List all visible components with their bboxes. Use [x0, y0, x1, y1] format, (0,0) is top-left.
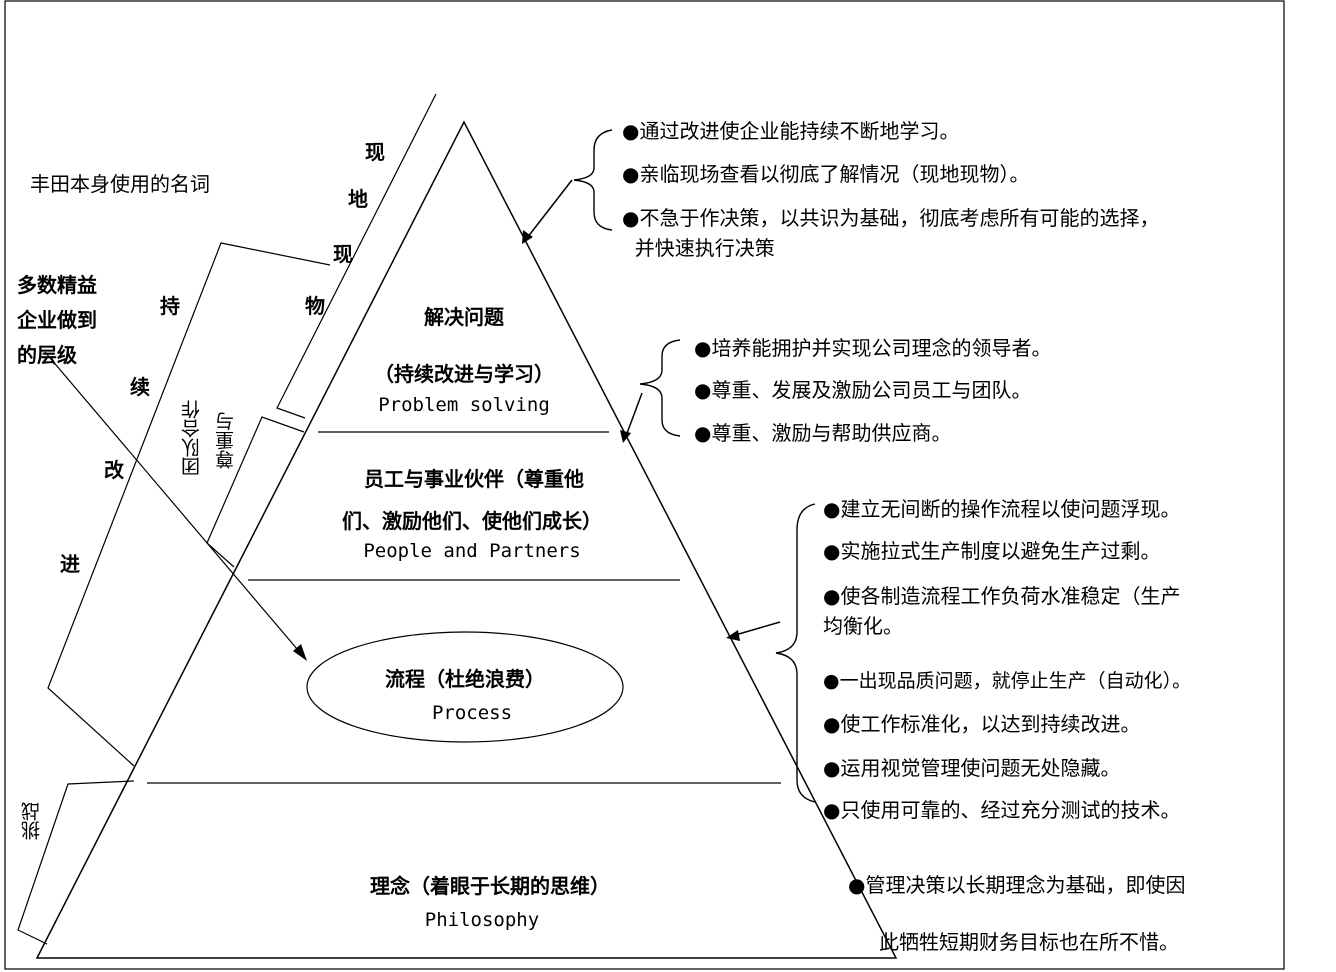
arrow-people-head — [620, 430, 631, 443]
arrow-problem-solving-head — [522, 230, 533, 244]
kaizen-bracket — [47, 242, 331, 767]
brace-people — [639, 339, 681, 437]
challenge-bracket — [17, 780, 135, 945]
note-process-4: 均衡化。 — [823, 614, 903, 638]
respect-label: 尊重与 — [215, 412, 237, 469]
note-problem-solving-2: ●亲临现场查看以彻底了解情况（现地现物）。 — [622, 162, 1030, 186]
note-process-5: ●一出现品质问题，就停止生产（自动化）。 — [823, 670, 1192, 692]
note-people-2: ●尊重、发展及激励公司员工与团队。 — [694, 378, 1032, 402]
lean-level-label-1: 多数精益 — [17, 273, 97, 297]
level4-title: 理念（着眼于长期的思维） — [370, 874, 610, 898]
arrow-process-line — [731, 621, 781, 637]
kaizen-char-2: 续 — [130, 375, 150, 399]
note-problem-solving-4: 并快速执行决策 — [622, 236, 775, 260]
note-problem-solving-1: ●通过改进使企业能持续不断地学习。 — [622, 119, 960, 143]
note-process-8: ●只使用可靠的、经过充分测试的技术。 — [823, 798, 1181, 822]
level2-line2: 们、激励他们、使他们成长） — [342, 509, 602, 533]
lean-level-arrow-line — [44, 351, 304, 657]
note-philosophy-1: ●管理决策以长期理念为基础，即使因 — [848, 873, 1186, 897]
genchi-char-1: 现 — [365, 140, 385, 164]
note-process-3: ●使各制造流程工作负荷水准稳定（生产 — [823, 584, 1181, 608]
level2-line1: 员工与事业伙伴（尊重他 — [364, 467, 584, 491]
genchi-char-4: 物 — [305, 294, 325, 318]
process-ellipse — [306, 631, 624, 743]
kaizen-char-1: 持 — [160, 294, 180, 318]
toyota-terms-label: 丰田本身使用的名词 — [30, 172, 210, 196]
brace-process — [775, 503, 816, 803]
respect-bracket — [206, 416, 305, 568]
note-process-7: ●运用视觉管理使问题无处隐藏。 — [823, 756, 1121, 780]
level4-english: Philosophy — [424, 909, 540, 931]
teamwork-label: 团队合作 — [181, 400, 203, 476]
outer-frame — [4, 0, 1285, 970]
level3-title: 流程（杜绝浪费） — [385, 667, 545, 691]
note-people-1: ●培养能拥护并实现公司理念的领导者。 — [694, 336, 1052, 360]
kaizen-char-4: 进 — [60, 552, 80, 576]
level1-english: Problem solving — [378, 394, 550, 416]
brace-problem-solving — [573, 129, 613, 231]
genchi-bracket — [276, 93, 437, 419]
lean-level-arrow-head — [293, 644, 307, 661]
note-philosophy-2: 此牺牲短期财务目标也在所不惜。 — [879, 930, 1179, 954]
lean-level-label-2: 企业做到 — [17, 308, 97, 332]
level1-subtitle: （持续改进与学习） — [374, 362, 554, 386]
arrow-people-line — [625, 392, 643, 437]
level3-english: Process — [431, 702, 513, 724]
note-problem-solving-3: ●不急于作决策，以共识为基础，彻底考虑所有可能的选择， — [622, 206, 1160, 230]
genchi-char-3: 现 — [333, 242, 353, 266]
note-people-3: ●尊重、激励与帮助供应商。 — [694, 421, 952, 445]
challenge-label: 挑战 — [21, 802, 43, 840]
note-process-2: ●实施拉式生产制度以避免生产过剩。 — [823, 539, 1161, 563]
pyramid-outline — [35, 120, 898, 959]
genchi-char-2: 地 — [348, 187, 368, 211]
note-process-1: ●建立无间断的操作流程以使问题浮现。 — [823, 497, 1181, 521]
lean-level-label-3: 的层级 — [17, 343, 77, 367]
note-process-6: ●使工作标准化，以达到持续改进。 — [823, 712, 1141, 736]
arrow-problem-solving-line — [526, 179, 573, 239]
kaizen-char-3: 改 — [104, 458, 124, 482]
level2-english: People and Partners — [363, 540, 581, 562]
arrow-process-head — [726, 630, 740, 641]
level1-title: 解决问题 — [424, 305, 504, 329]
